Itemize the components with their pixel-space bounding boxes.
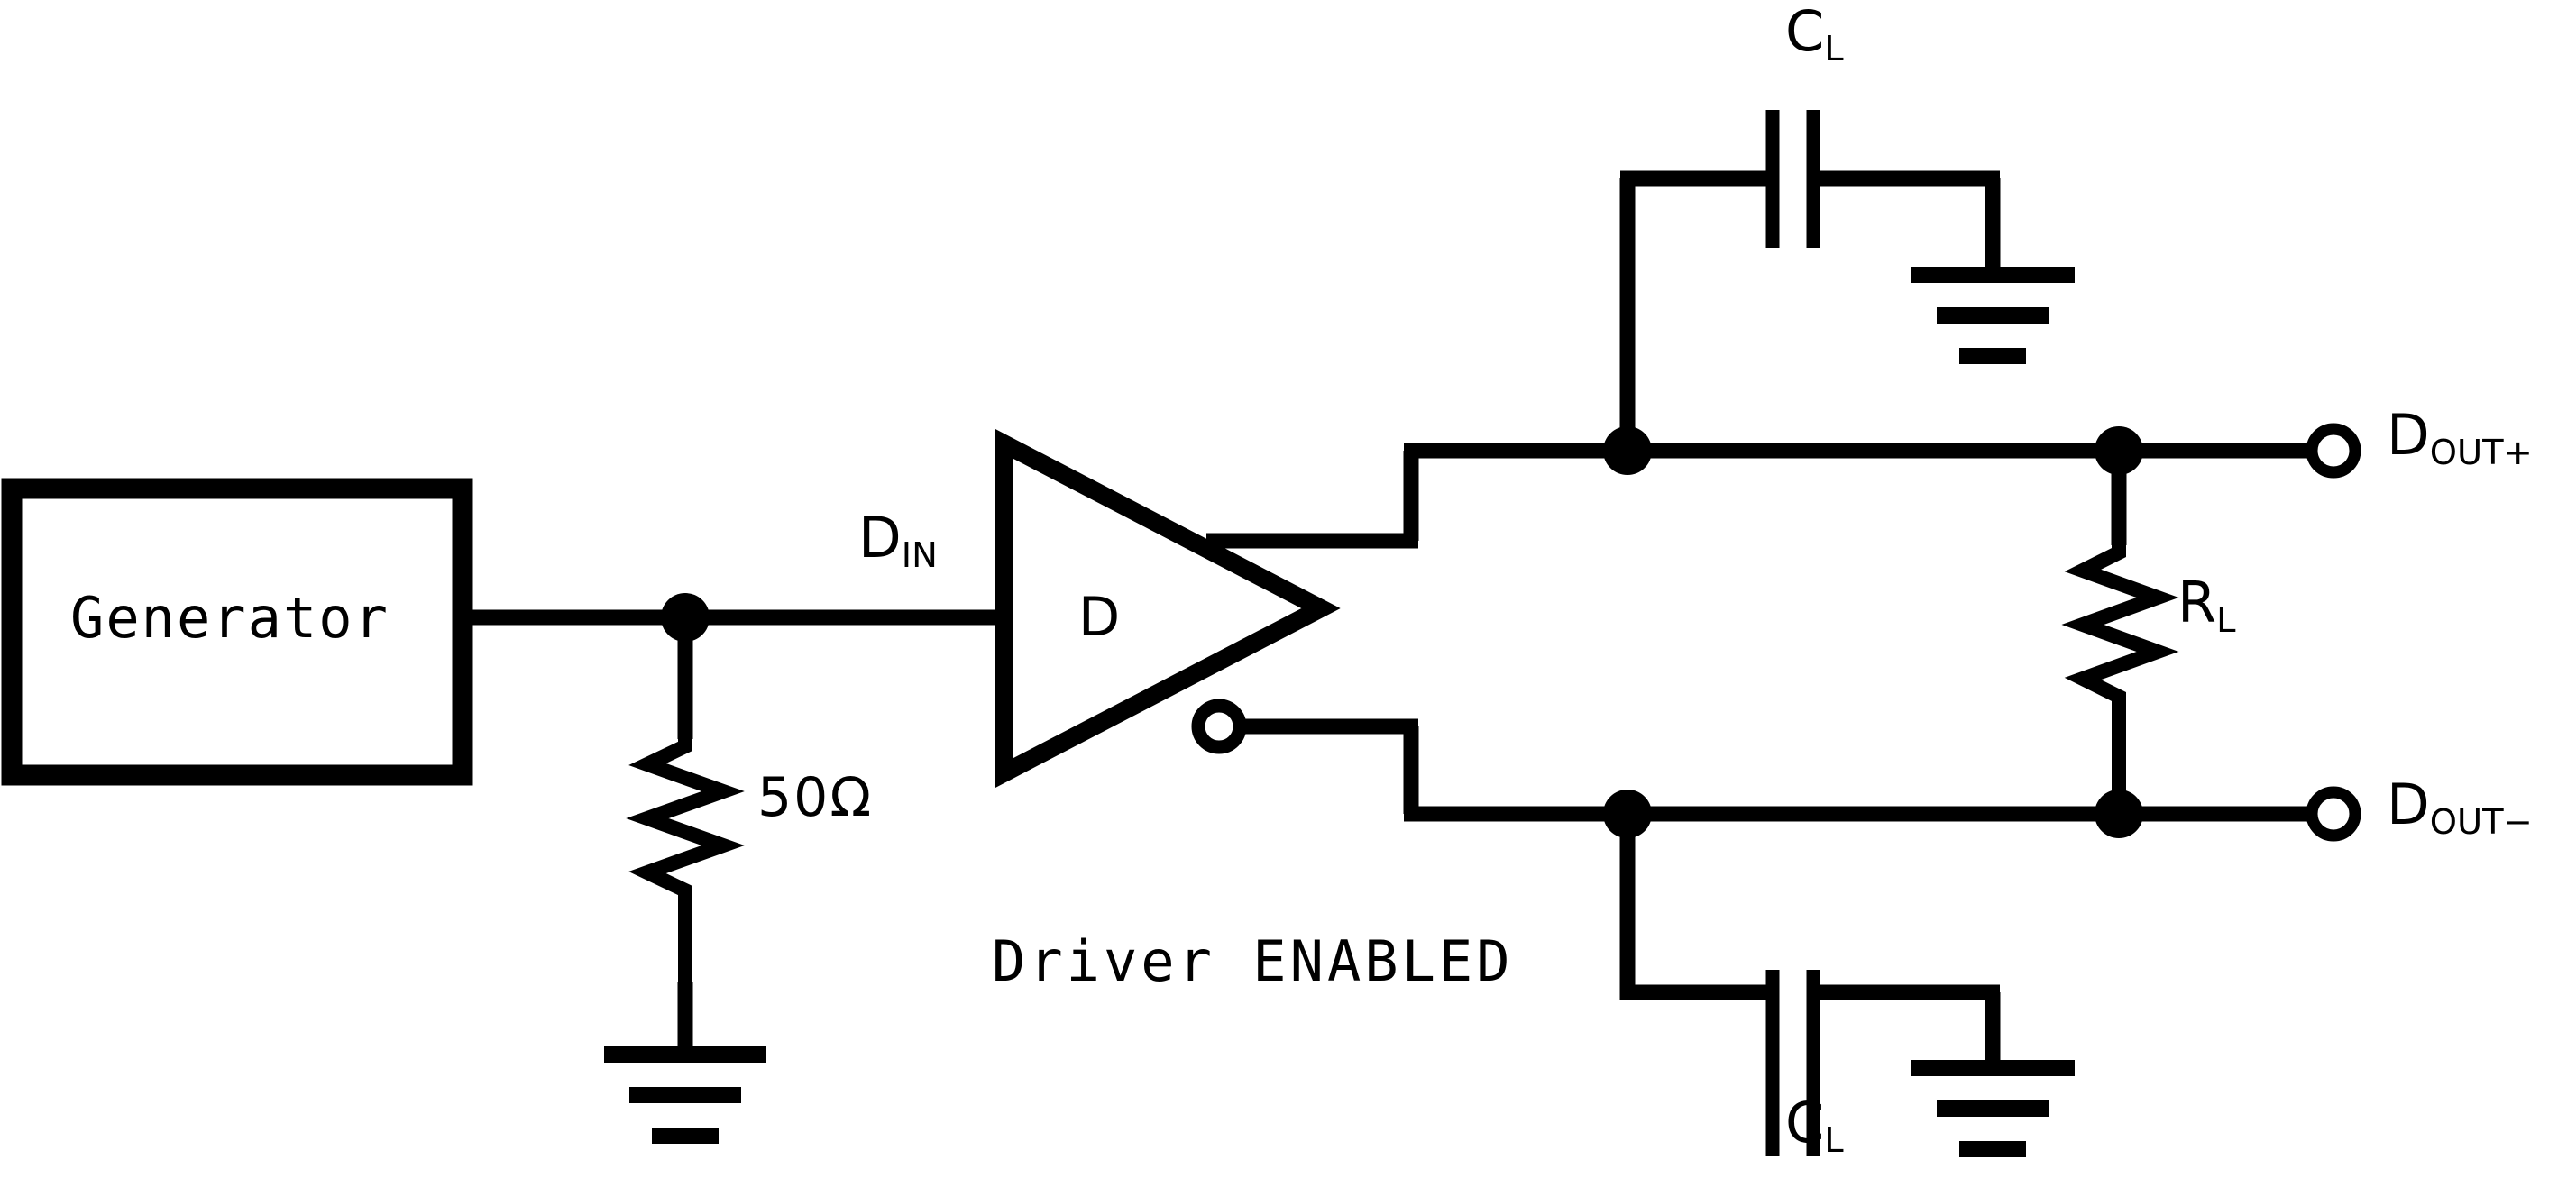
dout-n-subscript: OUT− — [2429, 801, 2533, 843]
resistor-load-zigzag — [2061, 545, 2179, 814]
cl-top-subscript: L — [1824, 28, 1844, 69]
driver-state-label: Driver ENABLED — [992, 928, 1514, 994]
source-resistor-label: 50Ω — [757, 766, 874, 829]
load-capacitor-top-label: CL — [1785, 4, 1844, 67]
dout-p-main: D — [2387, 402, 2430, 468]
din-label-subscript: IN — [901, 534, 938, 576]
junction-dot-input — [661, 593, 710, 642]
cl-bot-subscript: L — [1824, 1119, 1844, 1161]
driver-triangle — [995, 428, 1341, 789]
junction-dot-cap-top — [1603, 426, 1652, 475]
generator-box — [1, 478, 473, 786]
load-capacitor-bottom-label: CL — [1785, 1095, 1844, 1158]
dout-p-subscript: OUT+ — [2429, 432, 2533, 473]
generator-label: Generator — [70, 585, 390, 651]
resistor-50ohm-zigzag — [626, 739, 745, 982]
output-negative-label: DOUT− — [2387, 777, 2533, 840]
dout-n-main: D — [2387, 772, 2430, 837]
rl-main: R — [2177, 570, 2217, 635]
terminal-circle-dout-positive[interactable] — [2306, 423, 2361, 479]
din-label: DIN — [858, 510, 938, 573]
junction-dot-rl-bottom — [2095, 790, 2143, 838]
load-resistor-label: RL — [2177, 575, 2236, 638]
driver-inverting-bubble-icon — [1191, 699, 1247, 754]
terminal-circle-dout-negative[interactable] — [2306, 786, 2361, 842]
junction-dot-cap-bottom — [1603, 790, 1652, 838]
cl-bot-main: C — [1785, 1090, 1825, 1155]
din-label-main: D — [858, 505, 902, 571]
junction-dot-rl-top — [2095, 426, 2143, 475]
rl-subscript: L — [2216, 599, 2236, 641]
output-positive-label: DOUT+ — [2387, 407, 2533, 470]
driver-symbol-label: D — [1078, 586, 1121, 649]
cl-top-main: C — [1785, 0, 1825, 64]
